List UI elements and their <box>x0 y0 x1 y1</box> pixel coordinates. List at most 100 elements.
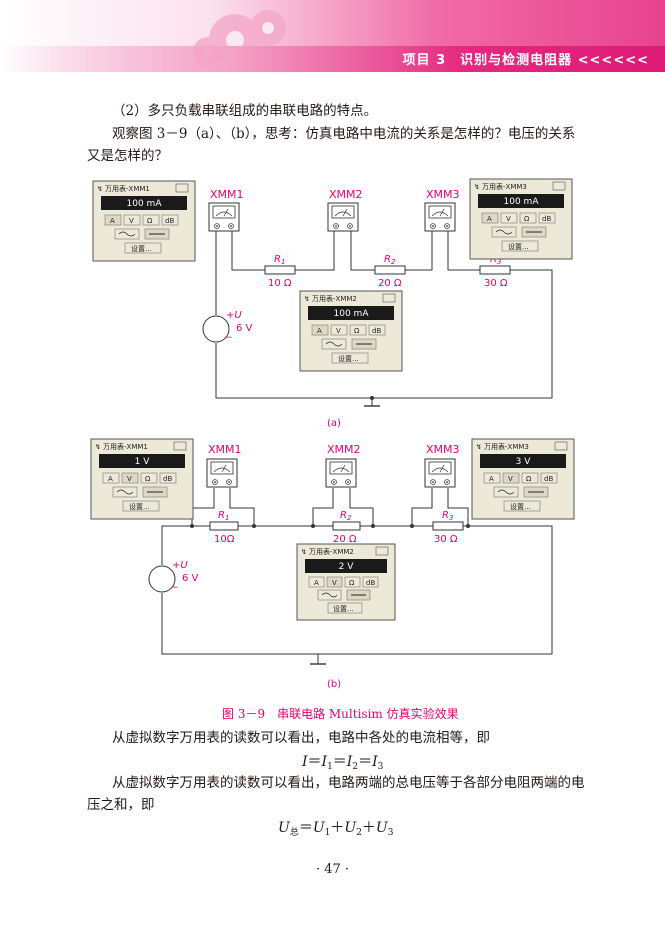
svg-text:设置...: 设置... <box>131 244 152 253</box>
reading-b-xmm1: 1 V <box>135 457 151 467</box>
svg-text:A: A <box>489 475 494 483</box>
meter-icon-b-xmm1 <box>206 458 238 488</box>
svg-text:万用表-XMM3: 万用表-XMM3 <box>484 442 529 451</box>
meter-window-b-xmm3: ↯ 万用表-XMM3 3 V A V Ω dB 设置... <box>471 438 575 520</box>
label-a-r2: R2 <box>384 254 396 266</box>
close-icon[interactable] <box>175 183 189 193</box>
label-b-r1: R1 <box>218 510 229 522</box>
svg-text:V: V <box>129 217 134 225</box>
svg-text:−: − <box>171 583 179 593</box>
reading-b-xmm2: 2 V <box>339 562 355 572</box>
close-icon[interactable] <box>382 293 396 303</box>
meter-icon: ↯ <box>301 548 307 556</box>
figure-label-b: (b) <box>327 679 341 690</box>
meter-icon-a-xmm2 <box>327 202 359 232</box>
wire-a-r1-right <box>295 230 335 271</box>
wire-a-loop <box>215 269 553 399</box>
source-a-value: 6 V <box>236 323 253 334</box>
close-icon[interactable] <box>554 441 568 451</box>
header-strip <box>0 46 665 72</box>
resistor-b-r1 <box>209 521 239 531</box>
svg-text:万用表-XMM1: 万用表-XMM1 <box>103 442 148 451</box>
svg-text:万用表-XMM1: 万用表-XMM1 <box>105 184 150 193</box>
label-a-r1: R1 <box>274 254 285 266</box>
svg-text:A: A <box>317 327 322 335</box>
close-icon[interactable] <box>552 181 566 191</box>
resistor-a-r1 <box>264 265 296 275</box>
reading-a-xmm3: 100 mA <box>504 197 540 207</box>
source-b-value: 6 V <box>182 573 199 584</box>
meter-icon-b-xmm3 <box>424 458 456 488</box>
figure-3-9: R1 R2 R3 10 Ω 20 Ω 30 Ω +U 6 V − XMM1 XM… <box>90 178 575 690</box>
svg-text:V: V <box>336 327 341 335</box>
meter-label-b-xmm1: XMM1 <box>208 443 242 456</box>
formula-voltage: U总＝U1＋U2＋U3 <box>278 820 394 838</box>
resistor-b-r3 <box>432 521 464 531</box>
meter-window-b-xmm1: ↯ 万用表-XMM1 1 V A V Ω dB 设置... <box>90 438 194 520</box>
svg-text:设置...: 设置... <box>129 502 150 511</box>
svg-text:dB: dB <box>542 215 551 223</box>
meter-icon: ↯ <box>304 295 310 303</box>
reading-b-xmm3: 3 V <box>516 457 532 467</box>
close-icon[interactable] <box>375 546 389 556</box>
source-a-minus: − <box>225 333 233 343</box>
meter-window-b-xmm2: ↯ 万用表-XMM2 2 V A V Ω dB 设置... <box>296 543 396 621</box>
svg-text:Ω: Ω <box>526 475 532 483</box>
value-a-r1: 10 Ω <box>268 278 292 289</box>
meter-icon: ↯ <box>95 443 101 451</box>
wire-a-r2-left <box>350 230 375 271</box>
meter-icon-a-xmm1 <box>208 202 240 232</box>
svg-text:dB: dB <box>366 579 375 587</box>
svg-text:Ω: Ω <box>147 217 153 225</box>
meter-label-a-xmm1: XMM1 <box>210 188 244 201</box>
svg-text:V: V <box>508 475 513 483</box>
svg-text:V: V <box>127 475 132 483</box>
meter-window-a-xmm3: ↯ 万用表-XMM3 100 mA A V Ω dB 设置... <box>469 178 573 260</box>
svg-text:dB: dB <box>544 475 553 483</box>
source-b <box>148 565 176 593</box>
circuit-a: R1 R2 R3 10 Ω 20 Ω 30 Ω +U 6 V − XMM1 XM… <box>202 188 553 407</box>
header-title: 项目 3 识别与检测电阻器 <<<<<< <box>402 53 649 68</box>
formula-current: I＝I1＝I2＝I3 <box>302 754 384 772</box>
meter-label-b-xmm2: XMM2 <box>327 443 361 456</box>
svg-text:dB: dB <box>372 327 381 335</box>
wire-a-r2-right <box>405 230 433 271</box>
meter-icon: ↯ <box>476 443 482 451</box>
wire-a-r3-left <box>447 230 480 271</box>
svg-text:A: A <box>110 217 115 225</box>
value-a-r2: 20 Ω <box>378 278 402 289</box>
svg-text:A: A <box>314 579 319 587</box>
reading-a-xmm2: 100 mA <box>334 309 370 319</box>
wire-b-loop <box>161 525 553 655</box>
resistor-a-r2 <box>374 265 406 275</box>
circuit-b: R1 R2 R3 10Ω 20 Ω 30 Ω +U 6 V − XMM1 XMM… <box>148 443 553 665</box>
reading-a-xmm1: 100 mA <box>127 199 163 209</box>
page-header: 项目 3 识别与检测电阻器 <<<<<< <box>0 0 665 72</box>
svg-text:dB: dB <box>163 475 172 483</box>
svg-text:设置...: 设置... <box>510 502 531 511</box>
label-b-r3: R3 <box>442 510 453 522</box>
meter-label-a-xmm3: XMM3 <box>426 188 460 201</box>
close-icon[interactable] <box>173 441 187 451</box>
source-b-name: +U <box>172 560 188 571</box>
svg-text:dB: dB <box>165 217 174 225</box>
meter-window-a-xmm2: ↯ 万用表-XMM2 100 mA A V Ω dB 设置... <box>299 290 403 372</box>
figure-caption: 图 3－9 串联电路 Multisim 仿真实验效果 <box>222 707 459 721</box>
value-b-r1: 10Ω <box>214 534 235 545</box>
meter-window-a-xmm1: 万用表-XMM1 ↯ 100 mA A V Ω dB 设置... <box>92 180 196 262</box>
svg-text:设置...: 设置... <box>333 604 354 613</box>
meter-label-b-xmm3: XMM3 <box>426 443 460 456</box>
svg-text:万用表-XMM2: 万用表-XMM2 <box>309 547 354 556</box>
page-number: · 47 · <box>315 862 350 877</box>
svg-text:A: A <box>108 475 113 483</box>
wire-a-r1-left <box>231 230 265 271</box>
paragraph-voltage: 从虚拟数字万用表的读数可以看出，电路两端的总电压等于各部分电阻两端的电压之和，即 <box>87 775 585 813</box>
svg-text:Ω: Ω <box>145 475 151 483</box>
label-b-r2: R2 <box>340 510 352 522</box>
meter-icon: ↯ <box>97 185 103 193</box>
svg-text:Ω: Ω <box>354 327 360 335</box>
svg-text:万用表-XMM3: 万用表-XMM3 <box>482 182 527 191</box>
meter-icon: ↯ <box>474 183 480 191</box>
svg-text:Ω: Ω <box>349 579 355 587</box>
paragraph-current: 从虚拟数字万用表的读数可以看出，电路中各处的电流相等，即 <box>112 730 490 746</box>
